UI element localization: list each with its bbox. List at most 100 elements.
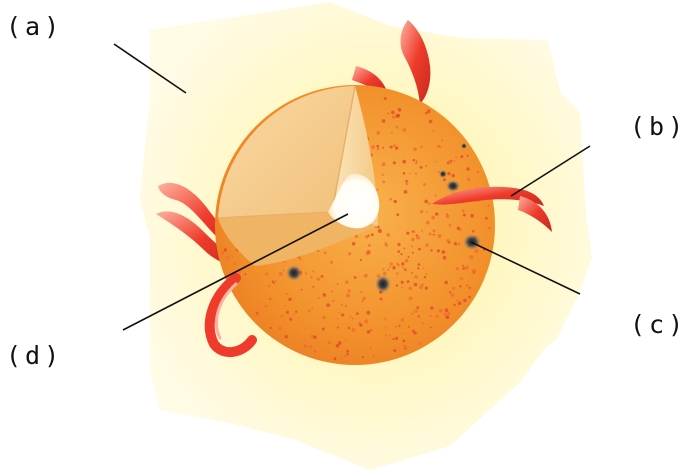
granule [488, 227, 491, 230]
granule [317, 277, 320, 280]
granule [400, 253, 402, 255]
granule [435, 161, 437, 163]
granule [415, 172, 417, 174]
granule [380, 298, 383, 301]
granule [340, 357, 342, 359]
sunspot-icon [446, 180, 460, 192]
granule [322, 316, 325, 319]
granule [429, 315, 431, 317]
granule [390, 146, 393, 149]
granule [312, 286, 315, 289]
granule [362, 356, 364, 358]
granule [275, 280, 277, 282]
granule [323, 293, 327, 297]
granule [413, 159, 416, 162]
granule [404, 190, 408, 194]
granule [368, 244, 371, 247]
granule [364, 319, 368, 323]
granule [453, 160, 455, 162]
granule [408, 256, 410, 258]
granule [393, 161, 396, 164]
granule [279, 272, 283, 276]
granule [416, 306, 419, 309]
granule [376, 145, 379, 148]
granule [244, 273, 246, 275]
granule [413, 311, 415, 313]
granule [234, 263, 237, 266]
granule [356, 312, 359, 315]
granule [443, 178, 446, 181]
granule [455, 157, 457, 159]
granule [407, 280, 410, 283]
granule [411, 246, 413, 248]
granule [436, 315, 439, 318]
granule [318, 297, 320, 299]
granule [424, 276, 426, 278]
granule [299, 258, 301, 260]
label-a: (a) [6, 14, 63, 39]
granule [341, 313, 344, 316]
granule [285, 335, 288, 338]
granule [322, 328, 325, 331]
granule [426, 212, 428, 214]
granule [447, 312, 450, 315]
granule [425, 165, 427, 167]
sunspot-icon [286, 265, 302, 281]
granule [382, 174, 384, 176]
granule [409, 173, 411, 175]
granule [418, 248, 421, 251]
granule [337, 327, 339, 329]
granule [265, 305, 268, 308]
granule [312, 307, 314, 309]
granule [462, 209, 465, 212]
granule [425, 287, 428, 290]
granule [411, 272, 413, 274]
granule [336, 344, 340, 348]
granule [348, 327, 350, 329]
granule [456, 299, 458, 301]
granule [394, 200, 397, 203]
granule [328, 341, 331, 344]
granule [377, 189, 379, 191]
granule [321, 275, 324, 278]
granule [411, 238, 415, 242]
granule [414, 332, 417, 335]
granule [417, 267, 419, 269]
granule [432, 130, 434, 132]
granule [392, 266, 395, 269]
granule [463, 299, 467, 303]
granule [466, 167, 469, 170]
granule [433, 229, 436, 232]
granule [377, 226, 380, 229]
granule [401, 286, 403, 288]
granule [324, 252, 327, 255]
granule [285, 305, 287, 307]
granule [401, 318, 404, 321]
granule [281, 315, 284, 318]
granule [397, 250, 400, 253]
granule [402, 128, 406, 132]
granule [354, 276, 357, 279]
granule [387, 269, 389, 271]
granule [466, 284, 469, 287]
granule [458, 302, 462, 306]
granule [256, 312, 258, 314]
granule [382, 119, 386, 123]
granule [439, 309, 443, 313]
granule [378, 229, 382, 233]
granule [348, 289, 351, 292]
granule [425, 243, 428, 246]
granule [469, 255, 473, 259]
granule [366, 251, 370, 255]
granule [418, 315, 420, 317]
granule [425, 112, 428, 115]
granule [415, 162, 417, 164]
granule [313, 335, 317, 339]
sunspot-icon [461, 143, 467, 149]
granule [231, 255, 233, 257]
granule [443, 312, 447, 316]
granule [304, 344, 308, 348]
granule [467, 155, 469, 157]
